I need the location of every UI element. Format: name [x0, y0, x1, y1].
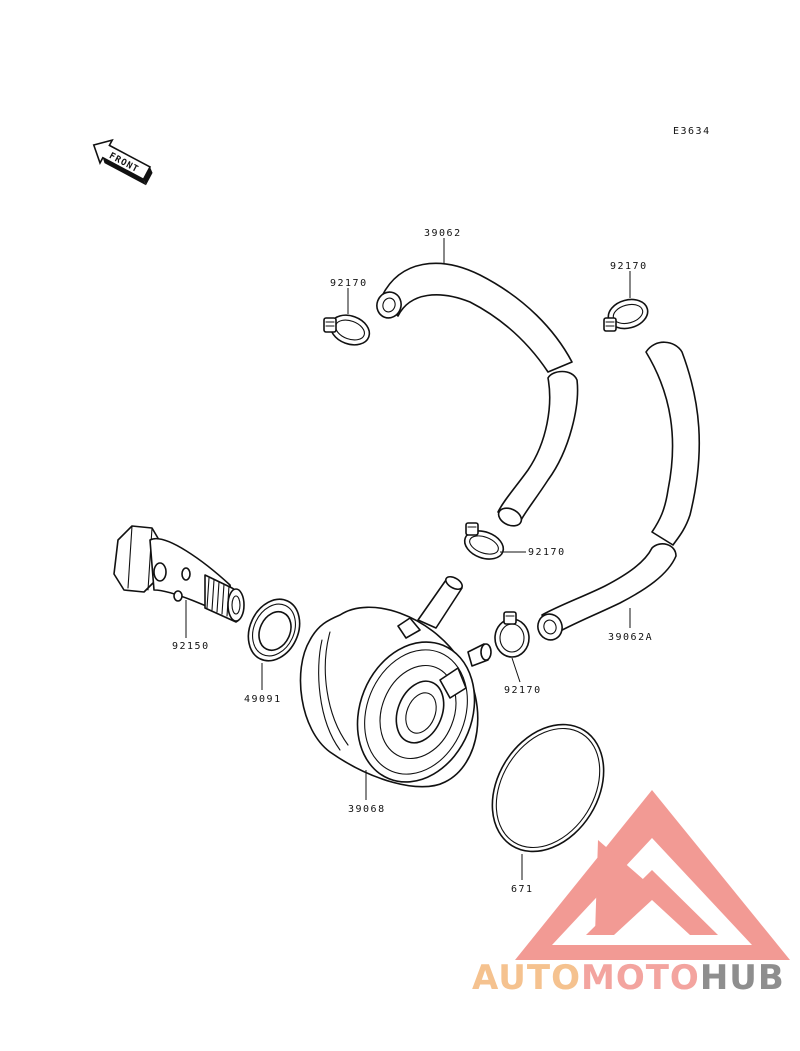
watermark-logo-icon: [515, 790, 790, 960]
gasket: [247, 598, 301, 662]
hose-lower: [537, 341, 701, 641]
o-ring: [491, 723, 605, 853]
part-label-clamp-top-left: 92170: [330, 278, 368, 289]
diagram-code: E3634: [673, 126, 711, 137]
part-label-hose-lower: 39062A: [608, 632, 653, 643]
hose-clamp-top-right: [603, 298, 649, 332]
watermark-part-moto: MOTO: [580, 958, 700, 998]
oil-cooler: [299, 575, 492, 788]
part-label-gasket: 49091: [244, 694, 282, 705]
watermark-part-hub: HUB: [699, 958, 785, 998]
watermark-text: AUTOMOTOHUB: [472, 958, 785, 998]
hose-clamp-lower-right: [494, 611, 530, 658]
leader-lines: [185, 238, 631, 880]
part-label-oil-cooler: 39068: [348, 804, 386, 815]
watermark-part-auto: AUTO: [472, 958, 581, 998]
part-label-bolt: 92150: [172, 641, 210, 652]
hose-clamp-top-left: [323, 314, 371, 346]
front-arrow-icon: FRONT: [92, 138, 153, 186]
part-label-clamp-middle: 92170: [528, 547, 566, 558]
hose-clamp-middle: [463, 522, 505, 560]
part-label-clamp-lower-right: 92170: [504, 685, 542, 696]
banjo-bolt: [113, 525, 245, 623]
part-label-hose-upper: 39062: [424, 228, 462, 239]
part-label-o-ring: 671: [511, 884, 534, 895]
hose-upper: [376, 262, 579, 527]
part-label-clamp-top-right: 92170: [610, 261, 648, 272]
